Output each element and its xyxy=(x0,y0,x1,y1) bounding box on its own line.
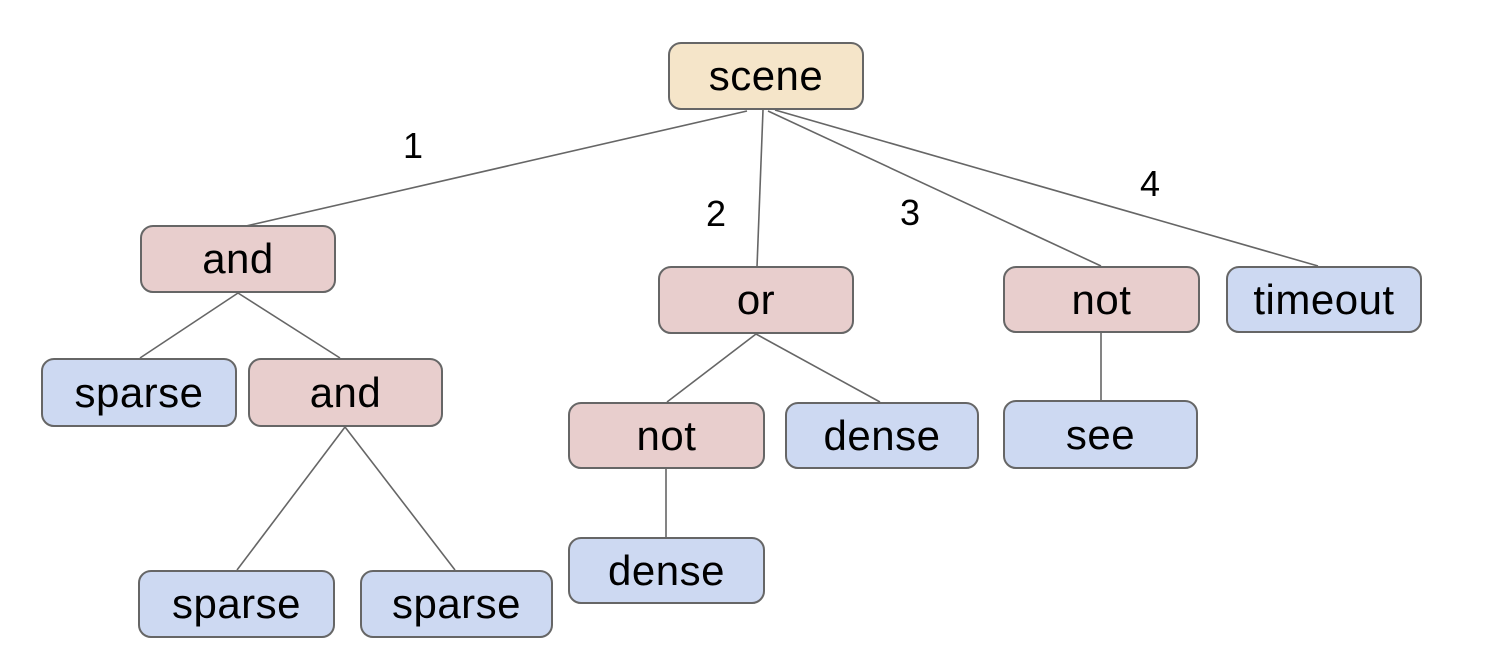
node-sparse-1: sparse xyxy=(41,358,237,427)
edge-or-dense xyxy=(755,333,881,403)
edge-scene-not xyxy=(767,110,1102,267)
edge-scene-and xyxy=(245,110,748,227)
node-not-2: not xyxy=(568,402,765,469)
edge-label-1: 1 xyxy=(402,125,424,166)
node-see: see xyxy=(1003,400,1198,469)
node-dense-1: dense xyxy=(785,402,979,469)
edge-scene-or xyxy=(756,109,764,268)
edge-and-and xyxy=(237,292,341,359)
edge-scene-timeout xyxy=(774,109,1319,267)
node-sparse-3: sparse xyxy=(360,570,553,638)
edge-and2-sparse2 xyxy=(236,426,346,571)
node-and-1: and xyxy=(140,225,336,293)
node-or-1: or xyxy=(658,266,854,334)
edge-or-not xyxy=(666,333,757,403)
edge-label-4: 4 xyxy=(1139,163,1161,204)
node-sparse-2: sparse xyxy=(138,570,335,638)
edge-and2-sparse3 xyxy=(344,426,456,571)
node-scene: scene xyxy=(668,42,864,110)
node-timeout: timeout xyxy=(1226,266,1422,333)
edge-label-2: 2 xyxy=(705,193,727,234)
edge-and-sparse xyxy=(139,292,239,359)
node-and-2: and xyxy=(248,358,443,427)
node-dense-2: dense xyxy=(568,537,765,604)
edge-label-3: 3 xyxy=(899,192,921,233)
node-not-1: not xyxy=(1003,266,1200,333)
